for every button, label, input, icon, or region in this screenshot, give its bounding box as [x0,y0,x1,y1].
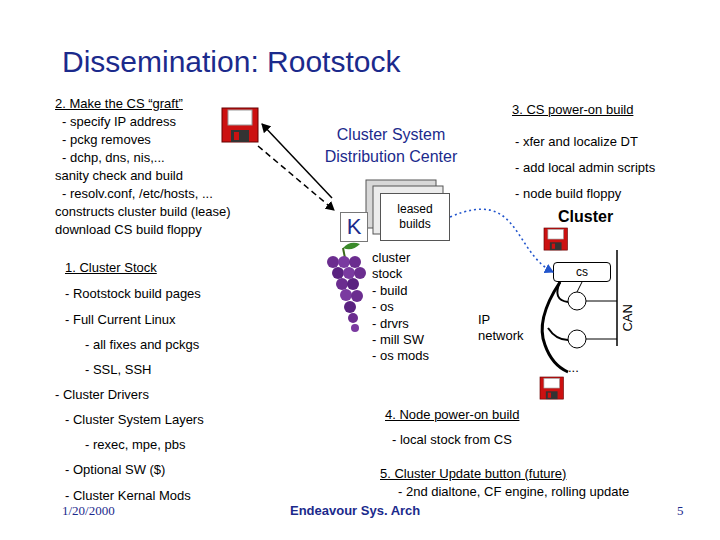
key-box: K [340,212,368,242]
group-heading: Cluster [558,207,613,226]
ellipsis-mark: ... [568,360,579,376]
grape [354,267,366,279]
text-label: - Full Current Linux [65,312,176,328]
upload-arrow [258,146,334,210]
grape [347,278,359,290]
text-label: - 2nd dialtone, CF engine, rolling updat… [398,484,629,500]
floppy-shutter [550,242,562,250]
dotted-connector [450,209,553,272]
text-label: - dchp, dns, nis,... [62,150,165,166]
text-label: - Cluster System Layers [65,412,204,428]
can-drop-line [586,301,617,302]
text-label: cluster stock [372,250,430,281]
node-text: K [347,213,362,241]
text-label: - pckg removes [62,132,151,148]
text-label: - node build floppy [515,186,621,202]
text-label: - xfer and localize DT [515,134,638,150]
bus-label: CAN [620,304,636,331]
ip-network-branch [548,328,568,340]
leased-builds-page: leased builds [380,193,450,241]
grape [338,256,350,268]
text-label: - Rootstock build pages [65,286,201,302]
cs-box: cs [553,262,611,282]
floppy-label [544,378,560,388]
text-label: - os [372,299,394,315]
text-label: - os mods [372,348,429,364]
cluster-node-circle [568,330,586,348]
text-label: - resolv.conf, /etc/hosts, ... [62,186,213,202]
grape [336,278,348,290]
floppy-body [222,108,258,142]
grape [332,267,344,279]
grape [351,290,363,302]
floppy-label [228,110,252,125]
step-heading: 5. Cluster Update button (future) [380,466,566,482]
grape [340,289,352,301]
network-label: IP network [478,312,536,343]
text-label: - Cluster Kernal Mods [65,488,191,504]
step-heading: 1. Cluster Stock [65,260,157,276]
step-heading: 4. Node power-on build [385,407,519,423]
grape [344,301,356,313]
ip-network-wire [542,282,568,372]
node-text: cs [576,265,588,280]
download-arrow [262,124,332,198]
text-label: - all fixes and pckgs [85,337,199,353]
text-label: - local stock from CS [392,432,512,448]
text-label: - Cluster Drivers [55,387,149,403]
floppy-icon [544,228,567,250]
floppy-shutter [546,391,558,399]
floppy-icon [222,108,258,142]
slide-title: Dissemination: Rootstock [62,44,400,80]
floppy-icon [540,377,563,399]
text-label: sanity check and build [55,168,183,184]
step-heading: 3. CS power-on build [512,102,633,118]
page-number: 5 [677,503,684,519]
cluster-node-circle [568,292,586,310]
can-drop-line [586,339,617,340]
can-bus-line [616,250,618,346]
floppy-body [540,377,563,399]
grape [348,313,358,323]
floppy-hole [548,393,551,398]
grape [327,256,339,268]
node-text: leased builds [392,202,438,232]
text-label: - drvrs [372,316,409,332]
text-label: constructs cluster build (lease) [55,204,231,220]
text-label: - add local admin scripts [515,160,655,176]
text-label: - build [372,283,407,299]
step-heading: 2. Make the CS “graft” [55,96,183,112]
grapes-illustration [327,243,366,332]
grape [343,267,355,279]
center-heading: Cluster System Distribution Center [305,124,477,169]
floppy-body [544,228,567,250]
floppy-label [548,229,564,239]
grape [349,256,361,268]
floppy-hole [552,244,555,249]
floppy-shutter [231,130,249,142]
floppy-hole [234,132,239,140]
text-label: - Optional SW ($) [65,462,165,478]
text-label: - SSL, SSH [85,362,151,378]
footer-title: Endeavour Sys. Arch [290,503,420,519]
grape [351,324,359,332]
text-label: - rexec, mpe, pbs [85,437,185,453]
text-label: - specify IP address [62,114,176,130]
ip-network-branch [557,282,568,302]
cs-node-wire [577,282,582,292]
grape-leaf [343,243,360,250]
text-label: download CS build floppy [55,222,202,238]
text-label: - mill SW [372,332,424,348]
footer-date: 1/20/2000 [62,503,115,519]
